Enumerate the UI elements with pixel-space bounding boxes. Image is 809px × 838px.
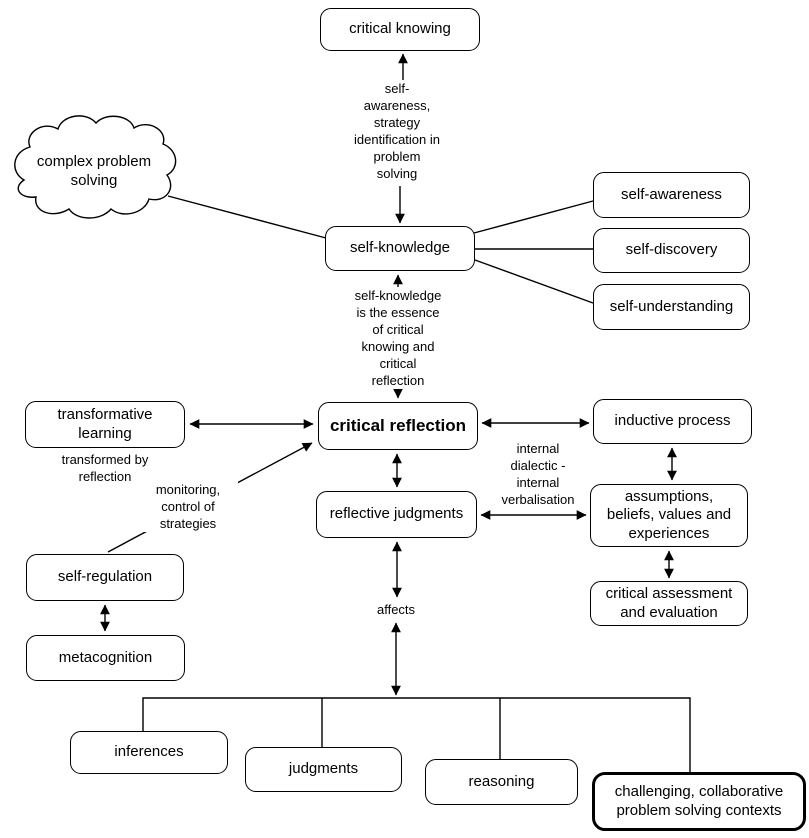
node-label: reasoning: [468, 772, 535, 790]
node-label: assumptions, beliefs, values and experie…: [606, 488, 732, 542]
node-complex-problem-solving: complex problem solving: [28, 146, 160, 198]
node-self-knowledge: self-knowledge: [325, 226, 475, 271]
node-label: inferences: [114, 743, 184, 761]
node-label: critical reflection: [329, 415, 467, 435]
node-label: reflective judgments: [329, 505, 464, 523]
node-self-awareness: self-awareness: [593, 172, 750, 218]
node-judgments: judgments: [245, 747, 402, 792]
node-metacognition: metacognition: [26, 635, 185, 681]
node-critical-knowing: critical knowing: [320, 8, 480, 51]
edge-cloud-self-knowledge: [167, 195, 327, 239]
node-label: critical assessment and evaluation: [605, 585, 733, 621]
node-inductive-process: inductive process: [593, 399, 752, 444]
node-critical-reflection: critical reflection: [318, 402, 478, 450]
node-transformative-learning: transformative learning: [25, 401, 185, 448]
node-challenging-contexts: challenging, collaborative problem solvi…: [592, 772, 806, 831]
node-label: transformative learning: [57, 406, 153, 442]
node-assumptions-beliefs: assumptions, beliefs, values and experie…: [590, 484, 748, 547]
node-label: self-discovery: [625, 241, 718, 259]
node-critical-assessment: critical assessment and evaluation: [590, 581, 748, 626]
node-label: metacognition: [58, 648, 153, 666]
node-label: challenging, collaborative problem solvi…: [614, 783, 784, 819]
node-label: self-knowledge: [349, 239, 451, 257]
edge-self-knowledge-self-awareness: [473, 200, 594, 234]
edge-self-knowledge-self-understanding: [474, 259, 594, 304]
node-inferences: inferences: [70, 731, 228, 774]
edge-label-internal-dialectic: internal dialectic - internal verbalisat…: [493, 440, 583, 508]
edge-label-strategy-identification: self- awareness, strategy identification…: [327, 80, 467, 182]
edge-label-essence: self-knowledge is the essence of critica…: [328, 287, 468, 389]
outcomes-rail: [142, 697, 691, 773]
cloud-shape: [14, 115, 177, 219]
node-label: self-understanding: [609, 297, 734, 315]
edge-label-affects: affects: [366, 601, 426, 618]
node-label: self-regulation: [57, 568, 153, 586]
edge-label-transformed-by-reflection: transformed by reflection: [45, 451, 165, 485]
edge-label-monitoring-control: monitoring, control of strategies: [138, 481, 238, 532]
node-reflective-judgments: reflective judgments: [316, 491, 477, 538]
node-self-discovery: self-discovery: [593, 228, 750, 273]
node-label: inductive process: [614, 412, 731, 430]
node-label: self-awareness: [621, 185, 722, 203]
node-reasoning: reasoning: [425, 759, 578, 805]
node-self-understanding: self-understanding: [593, 284, 750, 330]
node-self-regulation: self-regulation: [26, 554, 184, 601]
node-label: judgments: [288, 760, 359, 778]
node-label: critical knowing: [349, 20, 451, 38]
node-label: complex problem solving: [36, 153, 152, 189]
